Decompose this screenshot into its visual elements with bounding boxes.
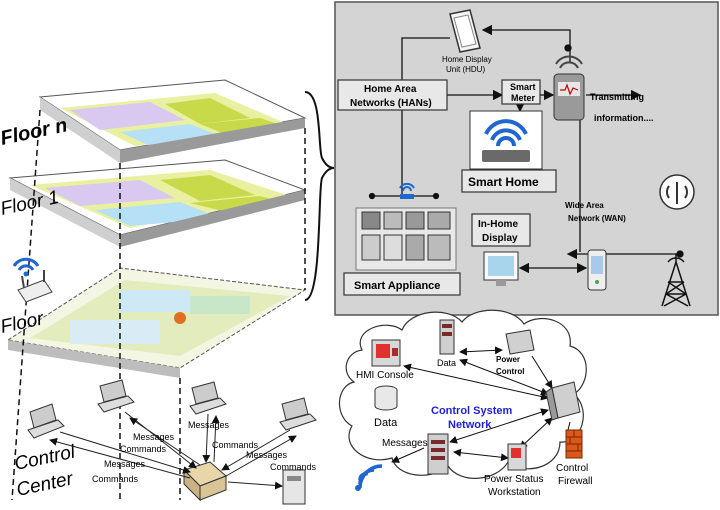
messages-label: Messages bbox=[382, 438, 428, 449]
msg-label-2: Messages bbox=[104, 459, 146, 469]
in-home-display-icon bbox=[483, 251, 519, 286]
power-control-icon bbox=[505, 329, 535, 355]
power-status-label-1: Power Status bbox=[484, 474, 543, 485]
firewall-icon bbox=[565, 429, 583, 459]
network-title-1: Control System bbox=[431, 405, 513, 417]
appliance-wifi-icon bbox=[399, 182, 415, 199]
floor-1-label: Floor 1 bbox=[0, 187, 61, 220]
smart-appliance-label: Smart Appliance bbox=[354, 280, 440, 292]
hmi-console-icon bbox=[371, 339, 401, 367]
smart-home-router-icon bbox=[469, 110, 543, 170]
hdu-label-1: Home Display bbox=[442, 55, 492, 64]
pc-icon-1 bbox=[27, 403, 65, 439]
smart-appliance-box bbox=[343, 272, 461, 296]
wan-label-2: Network (WAN) bbox=[568, 214, 626, 223]
smart-meter-label-2: Meter bbox=[511, 93, 536, 103]
in-home-display-box bbox=[471, 213, 531, 247]
floor-0-slab bbox=[6, 267, 307, 378]
control-center-arrows bbox=[49, 411, 297, 490]
cmd-label-1: Commands bbox=[120, 444, 167, 454]
server-tower-icon bbox=[282, 469, 306, 505]
msg-label-1: Messages bbox=[133, 432, 175, 442]
transmitting-label-1: Transmitting bbox=[590, 92, 644, 102]
pc-icon-4 bbox=[279, 397, 317, 431]
smart-meter-box bbox=[501, 79, 541, 105]
stack-brace bbox=[304, 91, 335, 301]
power-control-label-2: Control bbox=[496, 367, 524, 376]
network-title-2: Network bbox=[448, 419, 492, 431]
smart-meter-label-1: Smart bbox=[510, 82, 536, 92]
floor-n-slab bbox=[38, 79, 307, 163]
wan-label-1: Wide Area bbox=[565, 201, 604, 210]
smart-appliance-grid bbox=[355, 207, 457, 271]
floor-guides bbox=[11, 109, 306, 501]
firewall-label-2: Firewall bbox=[558, 476, 592, 487]
data-left-label: Data bbox=[374, 417, 398, 429]
network-links bbox=[391, 346, 571, 463]
cmd-label-3: Commands bbox=[212, 440, 259, 450]
floor-n-label: Floor n bbox=[0, 114, 69, 150]
cmd-label-4: Commands bbox=[270, 462, 317, 472]
smart-home-box bbox=[461, 169, 557, 193]
wifi-router-icon bbox=[12, 257, 53, 303]
pc-icon-3 bbox=[189, 381, 227, 415]
wifi-waves-icon bbox=[355, 464, 383, 491]
power-status-workstation-icon bbox=[507, 443, 527, 471]
messages-server-icon bbox=[427, 433, 449, 475]
han-label-2: Networks (HANs) bbox=[350, 98, 432, 109]
smart-home-label: Smart Home bbox=[468, 175, 539, 189]
hdu-label-2: Unit (HDU) bbox=[446, 65, 485, 74]
floor-stack: Floor n Floor 1 Floor Control Center bbox=[0, 79, 335, 505]
power-control-label-1: Power bbox=[496, 355, 520, 364]
han-box bbox=[337, 79, 448, 111]
in-home-label-1: In-Home bbox=[478, 219, 518, 230]
msg-label-4: Messages bbox=[246, 450, 288, 460]
transmitting-label-2: information.... bbox=[594, 113, 654, 123]
han-label-1: Home Area bbox=[364, 84, 417, 95]
mobile-phone-icon bbox=[587, 249, 607, 291]
transmission-tower-icon bbox=[661, 254, 691, 307]
power-status-label-2: Workstation bbox=[488, 487, 541, 498]
central-server-icon bbox=[183, 461, 227, 502]
in-home-label-2: Display bbox=[482, 233, 518, 244]
database-icon bbox=[374, 385, 398, 411]
control-system-network: HMI Console Data Power Control Data Cont… bbox=[338, 309, 592, 498]
msg-label-3: Messages bbox=[188, 420, 230, 430]
hdu-tablet-icon bbox=[449, 9, 481, 53]
data-server-top-icon bbox=[439, 319, 455, 355]
wan-signal-icon bbox=[659, 174, 695, 210]
pc-icon-2 bbox=[97, 379, 135, 413]
cmd-label-2: Commands bbox=[92, 474, 139, 484]
data-top-label: Data bbox=[437, 358, 456, 368]
firewall-label-1: Control bbox=[556, 463, 588, 474]
meter-device-icon bbox=[553, 55, 585, 121]
hmi-console-label: HMI Console bbox=[356, 370, 414, 381]
han-panel: Home Display Unit (HDU) Home Area Networ… bbox=[334, 1, 719, 316]
main-server-icon bbox=[545, 381, 581, 421]
floor-1-slab bbox=[8, 159, 307, 247]
